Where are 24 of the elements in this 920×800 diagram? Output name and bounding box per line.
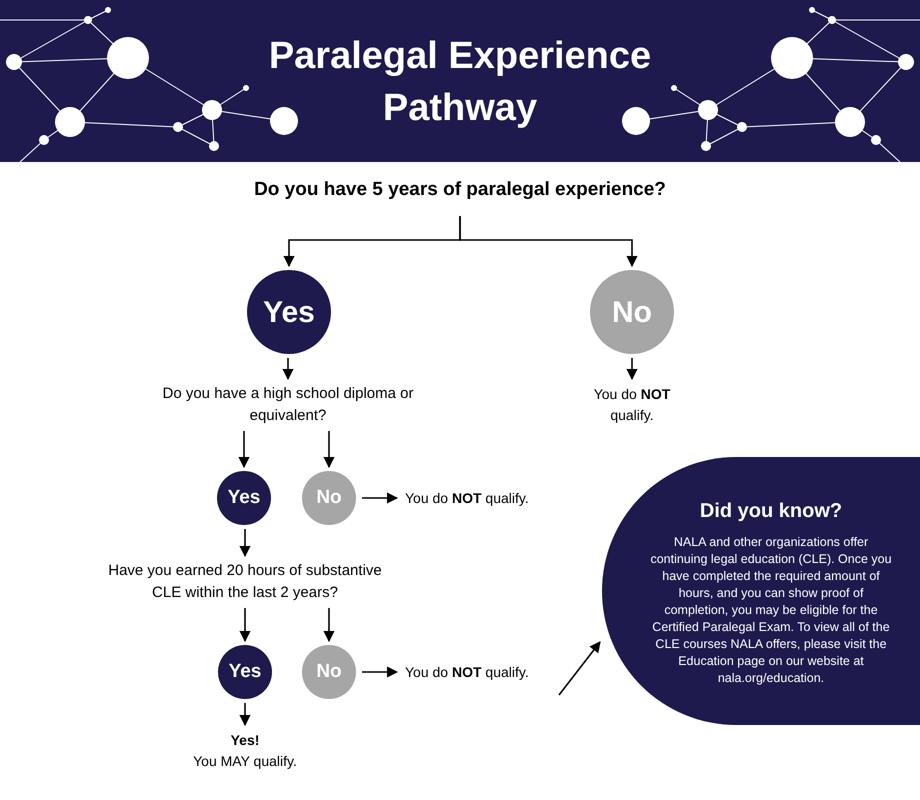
- arrow: [282, 358, 294, 380]
- panel-body: NALA and other organizations offer continuing legal education (CLE). Once you have completed the required amount of hours, and you can show proof of completion, you may be eligible for the Certified Paralegal Exam. To view all of the CLE courses NALA offers, please visit the Education page on our website at nala.org/education.: [649, 534, 893, 686]
- arrow: [362, 492, 398, 504]
- arrow: [323, 608, 335, 642]
- arrow: [239, 608, 251, 642]
- arrow: [239, 703, 251, 726]
- result-heading: Yes!: [230, 731, 260, 750]
- info-panel: [602, 457, 920, 725]
- title: Paralegal Experience Pathway: [268, 34, 652, 131]
- arrow: [558, 641, 601, 696]
- arrow: [362, 666, 398, 678]
- arrow: [239, 529, 251, 558]
- result-text: You do NOT qualify.: [405, 488, 530, 508]
- result-text: You do NOT qualify.: [592, 385, 672, 425]
- panel-heading: Did you know?: [700, 498, 842, 524]
- arrow: [459, 216, 638, 268]
- result-text: You do NOT qualify.: [405, 662, 530, 682]
- result-text: You MAY qualify.: [193, 752, 297, 771]
- question-text: Have you earned 20 hours of substantive CLE within the last 2 years?: [107, 560, 383, 603]
- arrow: [626, 358, 638, 380]
- arrow: [323, 431, 335, 468]
- arrow: [238, 431, 250, 468]
- question-text: Do you have 5 years of paralegal experience?: [254, 178, 666, 202]
- question-text: Do you have a high school diploma or equivalent?: [162, 384, 414, 426]
